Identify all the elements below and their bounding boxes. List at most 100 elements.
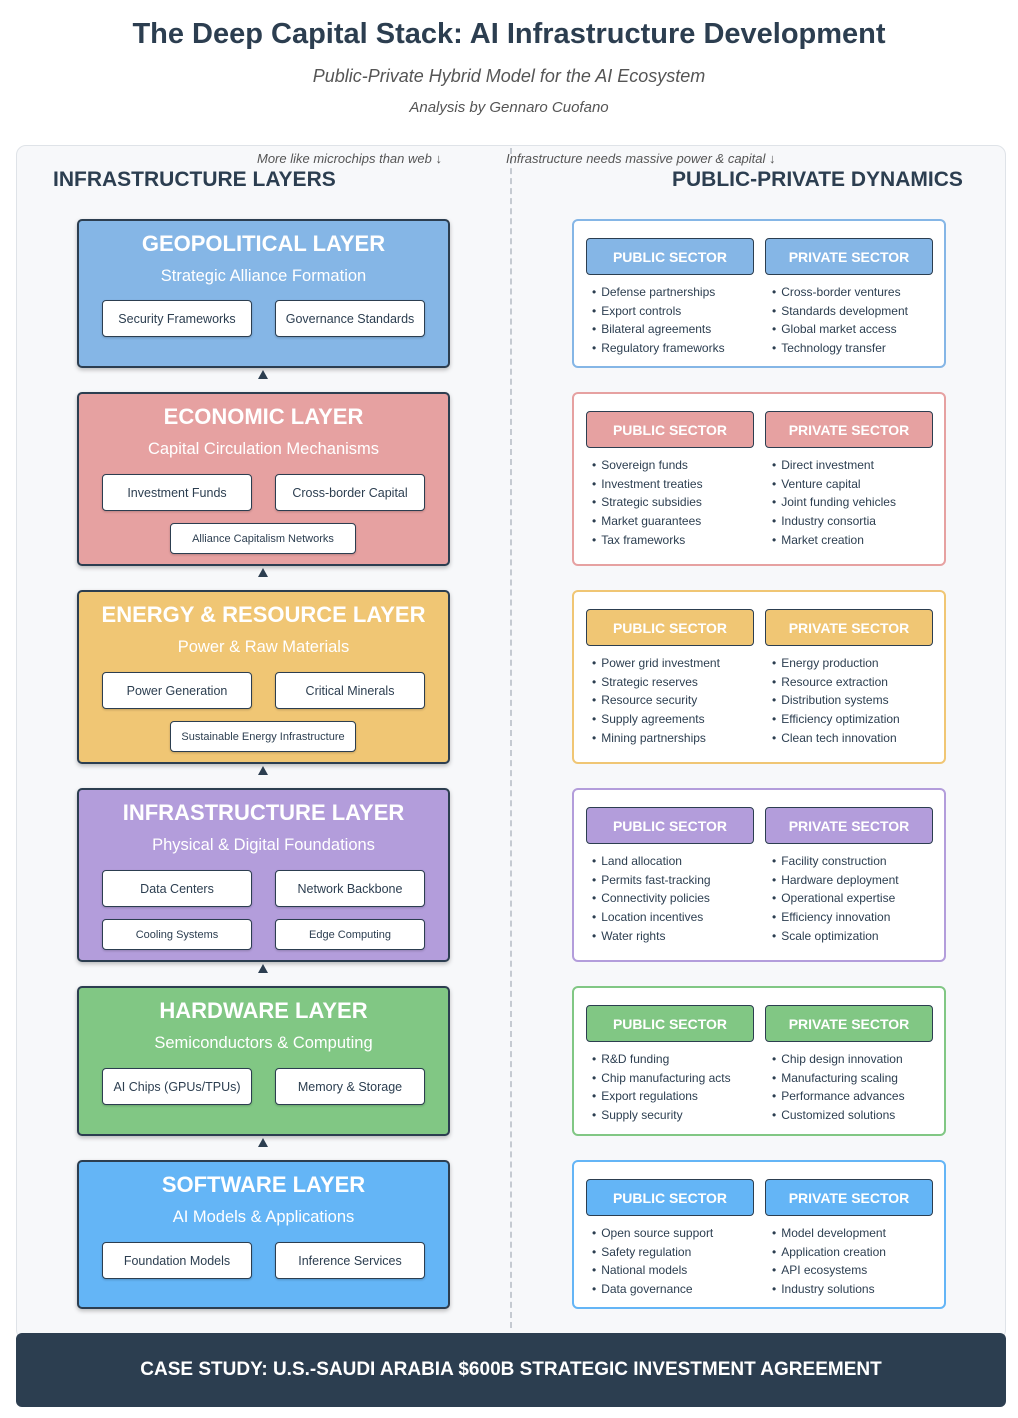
infrastructure-layers-heading: INFRASTRUCTURE LAYERS — [53, 168, 336, 191]
note-left: More like microchips than web ↓ — [257, 151, 442, 166]
list-item: Export controls — [592, 302, 725, 321]
list-item: Mining partnerships — [592, 729, 720, 748]
author-line: Analysis by Gennaro Cuofano — [409, 99, 609, 116]
layer-title: ECONOMIC LAYER — [163, 404, 364, 429]
list-item: Manufacturing scaling — [772, 1069, 905, 1088]
list-item: Supply security — [592, 1106, 731, 1125]
list-item: Technology transfer — [772, 339, 908, 358]
list-item: Joint funding vehicles — [772, 493, 896, 512]
list-item: Resource security — [592, 691, 720, 710]
list-item: Water rights — [592, 927, 711, 946]
public-sector-badge: PUBLIC SECTOR — [586, 411, 754, 448]
list-item: Land allocation — [592, 852, 711, 871]
list-item: R&D funding — [592, 1050, 731, 1069]
list-item: Strategic subsidies — [592, 493, 703, 512]
list-item: Scale optimization — [772, 927, 899, 946]
list-item: Operational expertise — [772, 889, 899, 908]
up-arrow-icon — [258, 766, 268, 775]
layer-subtitle: AI Models & Applications — [172, 1208, 355, 1226]
layer-title: HARDWARE LAYER — [159, 998, 368, 1023]
list-item: Energy production — [772, 654, 900, 673]
private-sector-badge: PRIVATE SECTOR — [765, 807, 933, 844]
public-sector-list: Land allocation Permits fast-tracking Co… — [592, 852, 711, 946]
layer-subtitle: Capital Circulation Mechanisms — [147, 440, 380, 458]
component-box: Power Generation — [102, 672, 252, 709]
page-title: The Deep Capital Stack: AI Infrastructur… — [132, 18, 886, 50]
component-box: Inference Services — [275, 1242, 425, 1279]
list-item: Distribution systems — [772, 691, 900, 710]
list-item: Efficiency optimization — [772, 710, 900, 729]
private-sector-list: Model development Application creation A… — [772, 1224, 886, 1299]
list-item: Location incentives — [592, 908, 711, 927]
list-item: Chip manufacturing acts — [592, 1069, 730, 1088]
energy-resource-layer: ENERGY & RESOURCE LAYER Power & Raw Mate… — [77, 590, 450, 764]
software-layer: SOFTWARE LAYER AI Models & Applications … — [77, 1160, 450, 1309]
column-divider — [510, 148, 512, 1328]
hardware-dynamics-card: PUBLIC SECTOR PRIVATE SECTOR R&D funding… — [572, 986, 946, 1136]
layer-subtitle: Semiconductors & Computing — [154, 1034, 373, 1052]
component-box: Governance Standards — [275, 300, 425, 337]
list-item: Market guarantees — [592, 512, 703, 531]
private-sector-list: Energy production Resource extraction Di… — [772, 654, 900, 748]
private-sector-badge: PRIVATE SECTOR — [765, 411, 933, 448]
layer-title: ENERGY & RESOURCE LAYER — [101, 602, 426, 627]
up-arrow-icon — [258, 370, 268, 379]
list-item: Sovereign funds — [592, 456, 703, 475]
infrastructure-dynamics-card: PUBLIC SECTOR PRIVATE SECTOR Land alloca… — [572, 788, 946, 962]
component-box: Sustainable Energy Infrastructure — [170, 721, 356, 752]
private-sector-list: Direct investment Venture capital Joint … — [772, 456, 896, 550]
layer-subtitle: Strategic Alliance Formation — [160, 267, 367, 285]
hardware-layer: HARDWARE LAYER Semiconductors & Computin… — [77, 986, 450, 1136]
list-item: Direct investment — [772, 456, 896, 475]
case-study-banner: CASE STUDY: U.S.-SAUDI ARABIA $600B STRA… — [16, 1333, 1006, 1407]
economic-layer: ECONOMIC LAYER Capital Circulation Mecha… — [77, 392, 450, 566]
list-item: Power grid investment — [592, 654, 720, 673]
component-box: Cross-border Capital — [275, 474, 425, 511]
private-sector-list: Facility construction Hardware deploymen… — [772, 852, 899, 946]
private-sector-badge: PRIVATE SECTOR — [765, 1179, 933, 1216]
list-item: Facility construction — [772, 852, 899, 871]
private-sector-list: Chip design innovation Manufacturing sca… — [772, 1050, 905, 1125]
list-item: API ecosystems — [772, 1261, 886, 1280]
list-item: Clean tech innovation — [772, 729, 900, 748]
list-item: Hardware deployment — [772, 871, 898, 890]
component-box: AI Chips (GPUs/TPUs) — [102, 1068, 252, 1105]
private-sector-badge: PRIVATE SECTOR — [765, 609, 933, 646]
list-item: Chip design innovation — [772, 1050, 905, 1069]
component-box: Network Backbone — [275, 870, 425, 907]
component-box: Memory & Storage — [275, 1068, 425, 1105]
list-item: Supply agreements — [592, 710, 720, 729]
list-item: Defense partnerships — [592, 283, 725, 302]
public-sector-badge: PUBLIC SECTOR — [586, 1005, 754, 1042]
component-box: Alliance Capitalism Networks — [170, 523, 356, 554]
public-sector-list: Open source support Safety regulation Na… — [592, 1224, 713, 1299]
list-item: Application creation — [772, 1243, 886, 1262]
list-item: Cross-border ventures — [772, 283, 908, 302]
list-item: Efficiency innovation — [772, 908, 899, 927]
component-box: Data Centers — [102, 870, 252, 907]
up-arrow-icon — [258, 1138, 268, 1147]
infrastructure-layer: INFRASTRUCTURE LAYER Physical & Digital … — [77, 788, 450, 962]
list-item: Market creation — [772, 531, 896, 550]
geopolitical-dynamics-card: PUBLIC SECTOR PRIVATE SECTOR Defense par… — [572, 219, 946, 368]
list-item: Customized solutions — [772, 1106, 905, 1125]
list-item: Industry solutions — [772, 1280, 886, 1299]
layer-title: GEOPOLITICAL LAYER — [141, 231, 386, 256]
private-sector-list: Cross-border ventures Standards developm… — [772, 283, 908, 358]
list-item: Strategic reserves — [592, 673, 720, 692]
layer-title: SOFTWARE LAYER — [161, 1172, 366, 1197]
layer-subtitle: Physical & Digital Foundations — [152, 836, 375, 854]
component-box: Foundation Models — [102, 1242, 252, 1279]
list-item: Performance advances — [772, 1087, 904, 1106]
page-subtitle: Public-Private Hybrid Model for the AI E… — [312, 66, 706, 86]
public-sector-badge: PUBLIC SECTOR — [586, 1179, 754, 1216]
component-box: Investment Funds — [102, 474, 252, 511]
up-arrow-icon — [258, 964, 268, 973]
private-sector-badge: PRIVATE SECTOR — [765, 1005, 933, 1042]
public-sector-badge: PUBLIC SECTOR — [586, 807, 754, 844]
layer-title: INFRASTRUCTURE LAYER — [122, 800, 405, 825]
list-item: Standards development — [772, 302, 908, 321]
note-right: Infrastructure needs massive power & cap… — [506, 151, 776, 166]
list-item: Industry consortia — [772, 512, 896, 531]
software-dynamics-card: PUBLIC SECTOR PRIVATE SECTOR Open source… — [572, 1160, 946, 1309]
